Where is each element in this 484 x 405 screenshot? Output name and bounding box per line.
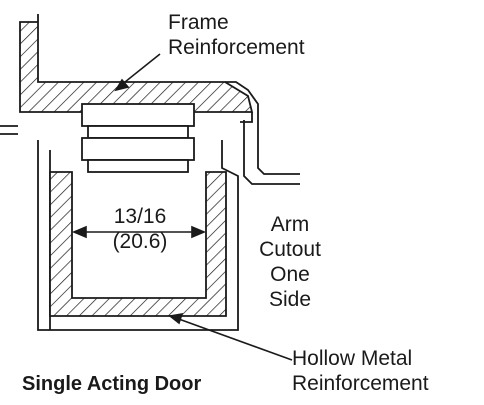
frame-label-line-1: Frame [168,11,229,34]
arm-cutout-line-3: One [270,263,310,286]
dimension-arrow-right [191,225,207,239]
dimension-arrow-left [71,225,87,239]
hollow-metal-leader-line [175,317,293,361]
hollow-metal-reinforcement-label: Hollow Metal Reinforcement [292,346,429,396]
arm-block-top [81,103,195,127]
hollow-metal-label-line-1: Hollow Metal [292,347,413,370]
door-skin-outline [37,140,239,331]
frame-left-edge [0,125,18,135]
dimension-fraction: 13/16 [113,205,167,228]
frame-reinforcement-shape [19,21,254,113]
frame-leader-arrow [114,78,130,92]
arm-cutout-label: Arm Cutout One Side [250,212,330,312]
arm-cutout-line-1: Arm [270,213,310,236]
arm-block-middle [87,125,189,139]
hollow-metal-label-line-2: Reinforcement [292,372,429,395]
frame-label-line-2: Reinforcement [168,36,305,59]
dimension-label: 13/16 (20.6) [104,204,176,254]
hollow-metal-leader-arrow [168,312,184,325]
frame-reinforcement-label: Frame Reinforcement [168,10,305,60]
diagram-caption: Single Acting Door [22,373,202,395]
frame-stop-line [225,81,300,175]
arm-cutout-line-4: Side [268,288,312,311]
frame-stop-inner-line [243,120,300,185]
arm-cutout-line-2: Cutout [259,238,321,261]
arm-block-bottom [87,159,189,173]
frame-leader-line [119,53,161,87]
hollow-metal-reinforcement-shape [49,171,227,317]
dimension-metric: (20.6) [112,230,168,253]
arm-block-lower [81,137,195,161]
